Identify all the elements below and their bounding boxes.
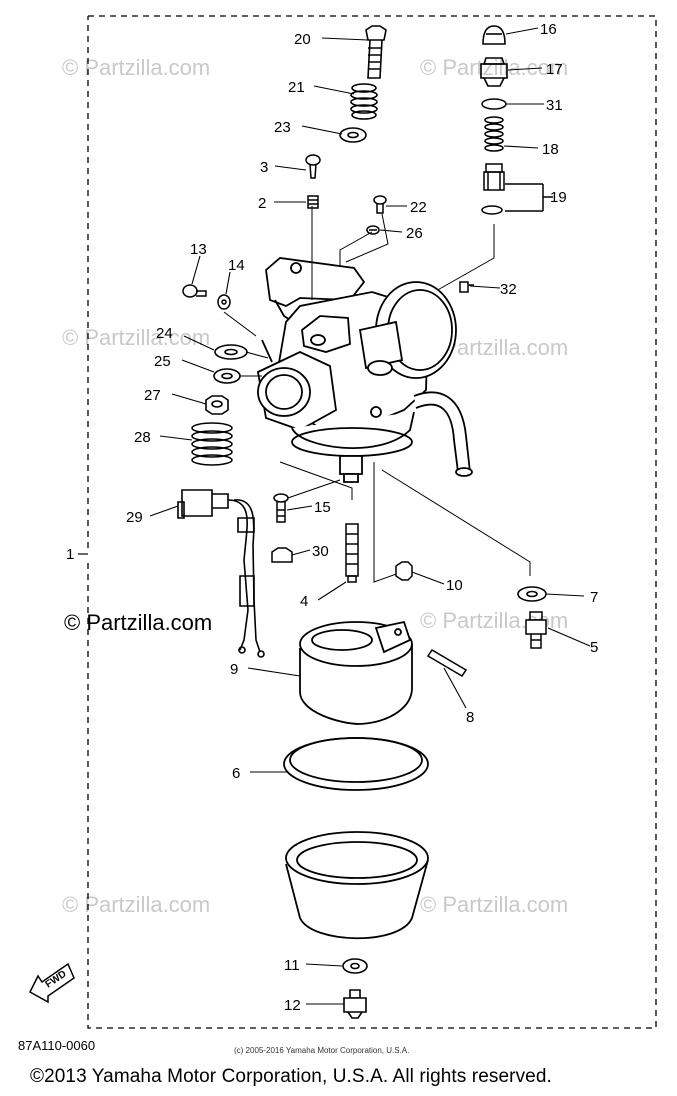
leader-19-assembly [419,224,495,301]
part-29-starter-plunger-assembly [177,489,265,658]
part-9-float [299,620,413,725]
part-13-screw [182,284,207,298]
part-7-washer [517,586,547,602]
callout-6: 6 [232,765,240,782]
part-32-cap [459,281,474,293]
assembly-border [87,15,657,1029]
part-12-drain-screw [343,989,367,1019]
callout-27: 27 [144,387,161,404]
callout-15: 15 [314,499,331,516]
part-30-cap [271,547,293,563]
part-11-gasket [342,958,368,974]
callout-10: 10 [446,577,463,594]
part-22-screw [373,195,387,214]
callout-28: 28 [134,429,151,446]
callout-14: 14 [228,257,245,274]
part-14-washer [217,294,231,310]
callout-21: 21 [288,79,305,96]
carburetor-body [256,257,473,483]
part-8-float-pin [426,648,468,678]
part-25-washer [213,368,241,384]
callout-1: 1 [66,546,74,563]
part-27-nut [205,395,229,415]
part-4-needle-jet [345,523,359,583]
callout-2: 2 [258,195,266,212]
part-31-o-ring [481,98,507,110]
part-5-main-jet-holder [525,611,547,649]
callout-3: 3 [260,159,268,176]
part-26-washer [366,225,380,235]
part-10-pilot-jet [395,561,413,581]
watermark-text: © Partzilla.com [62,325,210,350]
part-17-needle-valve-seat [480,57,508,87]
drawing-code: 87A110-0060 [18,1038,96,1053]
leader-lines [149,27,591,1005]
part-6-gasket [283,737,429,791]
callout-31: 31 [546,97,563,114]
part-2-pilot-jet [307,195,319,209]
footer-copyright: ©2013 Yamaha Motor Corporation, U.S.A. A… [30,1066,552,1087]
callout-32: 32 [500,281,517,298]
part-21-spring [350,83,378,120]
part-16-cap [482,25,506,45]
watermark-text: © Partzilla.com [420,892,568,917]
watermark-prominent: © Partzilla.com [64,610,212,635]
part-20-throttle-stop-screw [365,25,387,79]
float-bowl [285,831,429,940]
watermarks: © Partzilla.com © Partzilla.com © Partzi… [62,55,568,917]
watermark-text: © Partzilla.com [62,55,210,80]
callout-24: 24 [156,325,173,342]
callout-8: 8 [466,709,474,726]
callout-5: 5 [590,639,598,656]
part-28-spring [191,422,233,466]
callout-23: 23 [274,119,291,136]
callout-22: 22 [410,199,427,216]
part-15-main-jet [273,493,289,523]
callout-19: 19 [550,189,567,206]
callout-18: 18 [542,141,559,158]
callout-26: 26 [406,225,423,242]
callout-30: 30 [312,543,329,560]
fwd-arrow: FWD [29,962,75,1004]
callout-7: 7 [590,589,598,606]
callout-20: 20 [294,31,311,48]
part-24-washer [214,344,248,360]
callout-13: 13 [190,241,207,258]
callout-11: 11 [284,957,300,974]
callout-16: 16 [540,21,557,38]
small-copyright: (c) 2005-2016 Yamaha Motor Corporation, … [234,1046,410,1055]
watermark-text: © Partzilla.com [62,892,210,917]
callout-12: 12 [284,997,301,1014]
callout-17: 17 [546,61,563,78]
part-19-needle-valve-set [481,163,553,215]
callout-9: 9 [230,661,238,678]
callout-29: 29 [126,509,143,526]
callout-numbers: 1 2 3 4 5 6 7 8 9 10 11 12 13 14 15 16 1… [66,21,598,1014]
watermark-text: © Partzilla.com [420,55,568,80]
assembly-guide-lines [223,206,531,583]
callout-4: 4 [300,593,308,610]
part-3-pilot-screw [305,154,321,179]
part-18-spring [484,116,504,152]
part-23-washer [339,127,367,143]
callout-25: 25 [154,353,171,370]
